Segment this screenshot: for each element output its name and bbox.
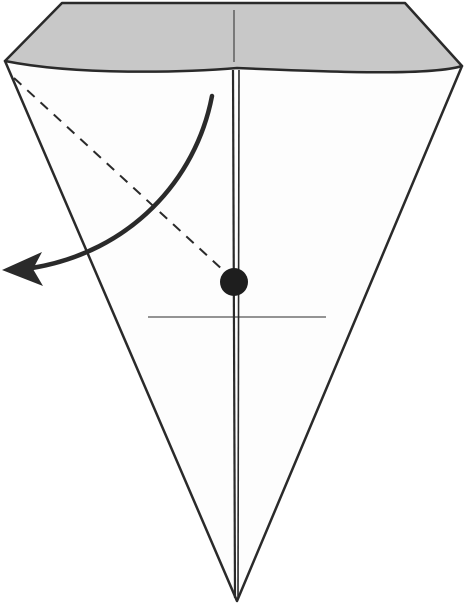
reference-point-dot	[220, 268, 248, 296]
fold-arrow-curve	[29, 93, 215, 271]
center-edge-line	[231, 69, 237, 599]
fold-arrow-head-icon	[2, 252, 43, 286]
dashed-fold-line	[13, 77, 225, 272]
center-edge-line-inner	[237, 69, 240, 599]
